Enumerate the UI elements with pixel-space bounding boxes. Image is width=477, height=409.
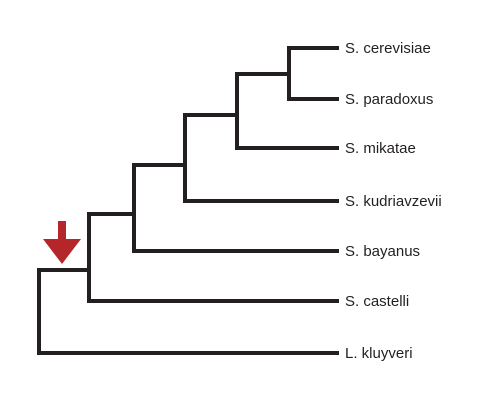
taxon-label-castelli: S. castelli: [345, 293, 409, 310]
taxon-label-kudriavzevii: S. kudriavzevii: [345, 193, 442, 210]
taxon-label-kluyveri: L. kluyveri: [345, 345, 413, 362]
arrow-down-icon: [43, 221, 81, 264]
taxon-labels: S. cerevisiae S. paradoxus S. mikatae S.…: [345, 40, 442, 362]
taxon-label-bayanus: S. bayanus: [345, 243, 420, 260]
taxon-label-cerevisiae: S. cerevisiae: [345, 40, 431, 57]
taxon-label-mikatae: S. mikatae: [345, 140, 416, 157]
tree-branches: [37, 46, 339, 355]
taxon-label-paradoxus: S. paradoxus: [345, 91, 433, 108]
